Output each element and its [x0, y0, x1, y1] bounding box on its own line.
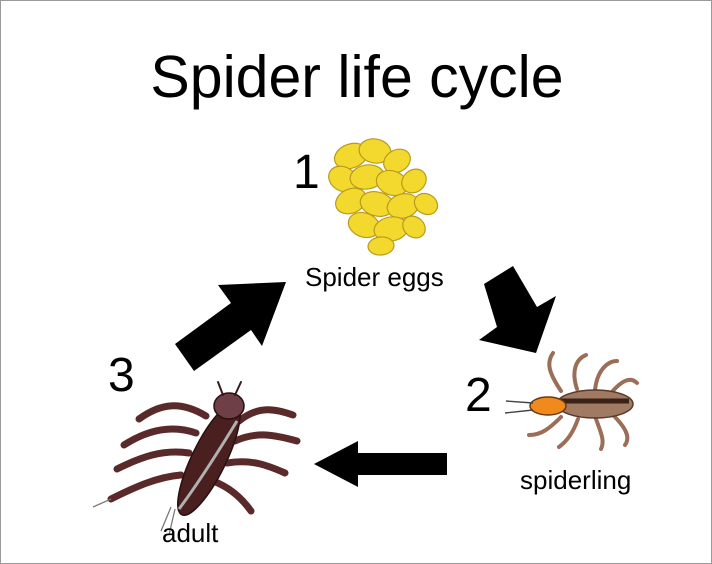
stage-number-1: 1 [293, 149, 320, 197]
stage-label-spider-eggs: Spider eggs [305, 262, 444, 292]
stage-number-3: 3 [108, 352, 135, 400]
adult-spider-drawing [93, 382, 297, 535]
arrow-adult-to-eggs [175, 282, 286, 371]
stage-number-2: 2 [465, 372, 492, 420]
stage-label-adult: adult [162, 518, 218, 548]
stage-label-spiderling: spiderling [520, 465, 631, 495]
spider-eggs-drawing [324, 136, 441, 256]
arrow-spiderling-to-adult [314, 441, 447, 487]
arrow-eggs-to-spiderling [479, 266, 556, 353]
spiderling-drawing [505, 353, 637, 449]
